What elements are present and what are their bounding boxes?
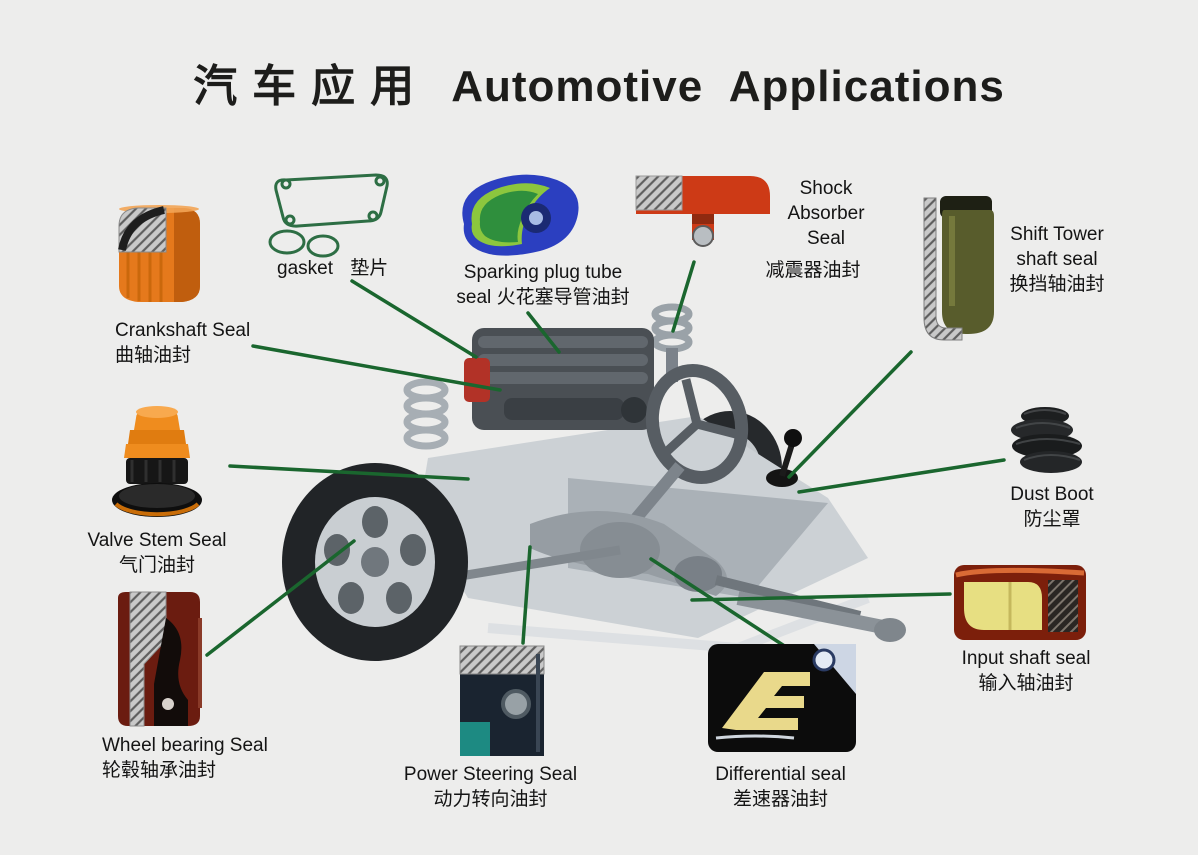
callout-dust-boot-en: Dust Boot <box>1010 484 1094 505</box>
callout-power-steering-seal-en: Power Steering Seal <box>403 764 578 785</box>
callout-input-shaft-seal-zh: 输入轴油封 <box>978 673 1074 695</box>
callout-gasket-en: gasket <box>277 258 333 279</box>
callout-shift-tower-shaft-seal: Shift Tower shaft seal 换挡轴油封 <box>998 222 1116 297</box>
callout-valve-stem-seal-en: Valve Stem Seal <box>87 530 227 551</box>
callout-wheel-bearing-seal-en: Wheel bearing Seal <box>102 735 268 756</box>
page-title-chinese: 汽车应用 <box>193 62 430 111</box>
callout-shift-tower-shaft-seal-en: Shift Tower shaft seal <box>1010 224 1104 271</box>
shift-tower-shaft-seal-image <box>910 190 1002 363</box>
callout-power-steering-seal: Power Steering Seal 动力转向油封 <box>398 762 583 812</box>
callout-dust-boot: Dust Boot 防尘罩 <box>996 482 1108 532</box>
sparking-plug-tube-seal-image <box>452 166 587 269</box>
differential-seal-image <box>706 642 858 759</box>
crankshaft-seal-image <box>112 198 207 315</box>
page-title-english: Automotive Applications <box>451 62 1005 111</box>
wheel-bearing-seal-image <box>110 588 206 735</box>
callout-sparking-plug-seal: Sparking plug tube seal 火花塞导管油封 <box>452 260 634 310</box>
callout-input-shaft-seal: Input shaft seal 输入轴油封 <box>952 646 1100 696</box>
valve-stem-seal-image <box>106 400 208 527</box>
power-steering-seal-image <box>456 642 548 765</box>
callout-differential-seal-en: Differential seal <box>715 764 846 785</box>
callout-crankshaft-seal: Crankshaft Seal 曲轴油封 <box>115 318 275 368</box>
callout-crankshaft-seal-zh: 曲轴油封 <box>115 345 192 367</box>
callout-valve-stem-seal: Valve Stem Seal 气门油封 <box>82 528 232 578</box>
callout-power-steering-seal-zh: 动力转向油封 <box>433 789 548 811</box>
page-title: 汽车应用 Automotive Applications <box>0 50 1198 114</box>
callout-shock-absorber-seal-en: Shock Absorber Seal <box>787 178 865 250</box>
callout-differential-seal: Differential seal 差速器油封 <box>698 762 863 812</box>
dust-boot-image <box>1004 402 1092 487</box>
callout-input-shaft-seal-en: Input shaft seal <box>961 648 1091 669</box>
callout-dust-boot-zh: 防尘罩 <box>1023 509 1081 531</box>
input-shaft-seal-image <box>950 560 1090 650</box>
callout-wheel-bearing-seal: Wheel bearing Seal 轮毂轴承油封 <box>102 733 292 783</box>
gasket-image <box>260 170 395 265</box>
callout-crankshaft-seal-en: Crankshaft Seal <box>115 320 251 341</box>
callout-sparking-plug-seal-zh: 火花塞导管油封 <box>496 287 630 309</box>
callout-gasket-zh: 垫片 <box>350 258 389 279</box>
callout-sparking-plug-seal-en: Sparking plug tube seal <box>456 262 623 309</box>
callout-differential-seal-zh: 差速器油封 <box>732 789 828 811</box>
callout-shock-absorber-seal-zh: 减震器油封 <box>765 260 861 281</box>
shock-absorber-seal-image <box>630 170 775 263</box>
callout-shift-tower-shaft-seal-zh: 换挡轴油封 <box>1009 274 1105 296</box>
callout-gasket: gasket 垫片 <box>277 256 388 281</box>
callout-wheel-bearing-seal-zh: 轮毂轴承油封 <box>102 760 217 782</box>
callout-valve-stem-seal-zh: 气门油封 <box>118 555 195 577</box>
vehicle-cutaway-illustration <box>282 303 906 661</box>
